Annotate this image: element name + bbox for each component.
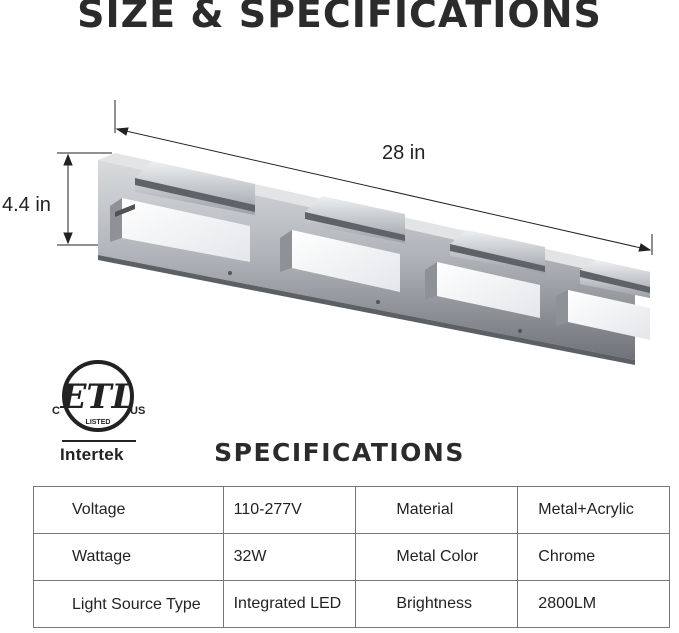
spec-value: 32W: [222, 533, 357, 581]
light-module-2: [280, 196, 405, 292]
spec-key: Voltage: [33, 486, 224, 534]
height-label: 4.4 in: [2, 194, 51, 216]
spec-value: Metal+Acrylic: [517, 486, 670, 534]
etl-c-mark: C: [52, 405, 60, 417]
spec-value: 2800LM: [517, 580, 670, 628]
specifications-title: SPECIFICATIONS: [214, 438, 465, 467]
light-module-3: [425, 230, 545, 318]
light-module-4: [556, 260, 650, 340]
width-label: 28 in: [382, 142, 426, 164]
light-module-1: [110, 161, 255, 262]
spec-key: Material: [355, 486, 519, 534]
etl-mark: ETL: [59, 377, 135, 417]
table-row: Wattage 32W Metal Color Chrome: [33, 533, 670, 581]
etl-logo-icon: ETL LISTED: [59, 360, 136, 432]
spec-key: Wattage: [33, 533, 224, 581]
vanity-light-diagram: [57, 100, 653, 365]
spec-value: 110-277V: [222, 486, 357, 534]
table-row: Voltage 110-277V Material Metal+Acrylic: [33, 486, 670, 534]
etl-listed: LISTED: [86, 419, 111, 426]
table-row: Light Source Type Integrated LED Brightn…: [33, 580, 670, 628]
divider: [62, 440, 136, 442]
intertek-label: Intertek: [60, 445, 124, 464]
spec-value: Integrated LED: [222, 580, 357, 628]
spec-key: Metal Color: [355, 533, 519, 581]
height-dimension: [57, 152, 112, 246]
specifications-table: Voltage 110-277V Material Metal+Acrylic …: [33, 486, 670, 628]
spec-key: Brightness: [355, 580, 519, 628]
spec-key: Light Source Type: [33, 580, 224, 628]
page-title: SIZE & SPECIFICATIONS: [77, 0, 602, 36]
width-dimension: [114, 100, 653, 255]
etl-us-mark: US: [130, 405, 146, 417]
etl-certification: ETL LISTED C US Intertek: [40, 358, 160, 468]
spec-value: Chrome: [517, 533, 670, 581]
